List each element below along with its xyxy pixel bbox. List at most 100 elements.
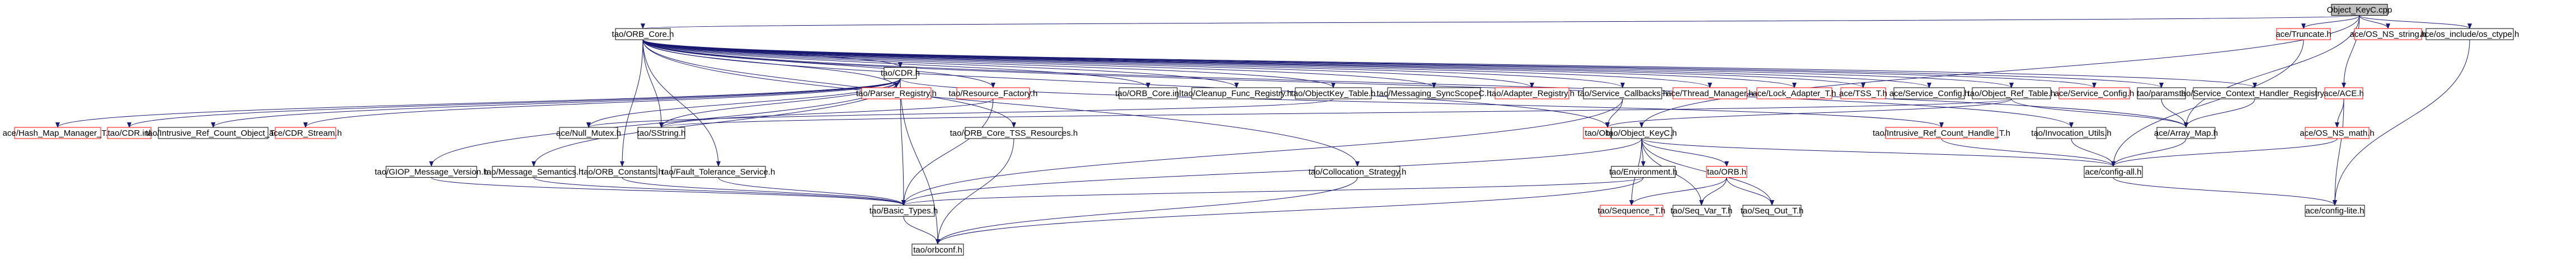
- include-edge: [936, 138, 1014, 245]
- file-node-box: [1611, 166, 1676, 178]
- file-node-tao-object-ref-table-h[interactable]: tao/Object_Ref_Table.h: [1968, 87, 2056, 99]
- file-node-tao-adapter-registry-h: tao/Adapter_Registry.h: [1489, 87, 1574, 99]
- file-node-tao-collocation-strategy-h[interactable]: tao/Collocation_Strategy.h: [1309, 166, 1407, 178]
- file-node-tao-service-callbacks-h[interactable]: tao/Service_Callbacks.h: [1578, 87, 1668, 99]
- include-edge: [2011, 98, 2188, 128]
- file-node-ace-os-include-os-ctype-h[interactable]: ace/os_include/os_ctype.h: [2420, 28, 2519, 40]
- file-node-object-keyc-cpp[interactable]: Object_KeyC.cpp: [2327, 4, 2392, 16]
- include-edge: [2342, 15, 2360, 88]
- file-node-box: [492, 166, 576, 178]
- file-node-tao-orb-core-inl[interactable]: tao/ORB_Core.inl: [1115, 87, 1181, 99]
- file-node-tao-cdr-h[interactable]: tao/CDR.h: [881, 67, 920, 79]
- include-edge: [2333, 98, 2344, 206]
- include-edge: [642, 39, 2257, 88]
- file-node-label: ace/OS_NS_string.h: [2350, 30, 2427, 39]
- include-edge: [1639, 15, 2360, 128]
- file-node-box: [671, 166, 766, 178]
- file-node-label: tao/Collocation_Strategy.h: [1309, 168, 1407, 177]
- file-node-tao-orb-constants-h[interactable]: tao/ORB_Constants.h: [581, 166, 663, 178]
- file-node-label: tao/Sequence_T.h: [1598, 206, 1666, 216]
- file-node-box: [1191, 87, 1282, 99]
- file-node-label: tao/orbconf.h: [913, 245, 962, 255]
- file-node-tao-cleanup-func-registry-h[interactable]: tao/Cleanup_Func_Registry.h: [1181, 87, 1292, 99]
- file-node-label: ace/os_include/os_ctype.h: [2420, 30, 2519, 39]
- include-edge: [642, 39, 995, 88]
- file-node-label: tao/CDR.inl: [108, 129, 151, 138]
- file-node-tao-orb-core-h[interactable]: tao/ORB_Core.h: [612, 28, 674, 40]
- file-node-ace-null-mutex-h[interactable]: ace/Null_Mutex.h: [556, 127, 621, 139]
- include-edge: [2161, 98, 2188, 128]
- file-node-box: [2036, 127, 2107, 139]
- file-node-label: tao/Object_KeyC.h: [1606, 129, 1677, 138]
- file-node-box: [861, 87, 932, 99]
- file-node-tao-seq-var-t-h[interactable]: tao/Seq_Var_T.h: [1671, 205, 1733, 217]
- file-node-box: [1893, 87, 1965, 99]
- file-node-ace-config-lite-h[interactable]: ace/config-lite.h: [2305, 205, 2365, 217]
- file-node-tao-intrusive-ref-count-object-t-h[interactable]: tao/Intrusive_Ref_Count_Object_T.h: [145, 127, 281, 139]
- file-node-tao-sstring-h[interactable]: tao/SString.h: [637, 127, 686, 139]
- include-edge: [642, 39, 2164, 88]
- file-node-label: ace/Null_Mutex.h: [556, 129, 621, 138]
- file-node-label: tao/ORB_Core.h: [612, 30, 674, 39]
- file-node-ace-cdr-stream-h: ace/CDR_Stream.h: [269, 127, 342, 139]
- file-node-tao-object-keyc-h[interactable]: tao/Object_KeyC.h: [1606, 127, 1677, 139]
- file-node-tao-invocation-utils-h[interactable]: tao/Invocation_Utils.h: [2031, 127, 2112, 139]
- file-node-tao-basic-types-h[interactable]: tao/Basic_Types.h: [869, 205, 938, 217]
- file-node-tao-params-h[interactable]: tao/params.h: [2137, 87, 2186, 99]
- file-node-tao-orb-h: tao/ORB.h: [1706, 166, 1747, 178]
- file-node-tao-seq-out-t-h[interactable]: tao/Seq_Out_T.h: [1741, 205, 1804, 217]
- file-node-tao-orb-core-tss-resources-h[interactable]: tao/ORB_Core_TSS_Resources.h: [950, 127, 1078, 139]
- include-edge: [642, 40, 664, 128]
- include-edge: [642, 39, 1865, 88]
- file-node-label: ace/Lock_Adapter_T.h: [1752, 89, 1836, 98]
- file-node-box: [275, 127, 336, 139]
- file-node-box: [1885, 127, 1998, 139]
- file-node-tao-fault-tolerance-service-h[interactable]: tao/Fault_Tolerance_Service.h: [662, 166, 775, 178]
- file-node-box: [1600, 205, 1663, 217]
- file-node-label: tao/Service_Context_Handler_Registry.h: [2179, 89, 2331, 98]
- file-node-label: tao/Message_Semantics.h: [485, 168, 584, 177]
- file-node-tao-message-semantics-h[interactable]: tao/Message_Semantics.h: [485, 166, 584, 178]
- file-node-ace-lock-adapter-t-h: ace/Lock_Adapter_T.h: [1752, 87, 1836, 99]
- file-node-ace-service-config-h[interactable]: ace/Service_Config.h: [1889, 87, 1969, 99]
- file-node-box: [1672, 87, 1747, 99]
- include-edge: [1605, 98, 2012, 128]
- file-node-box: [1494, 87, 1569, 99]
- include-edge: [642, 40, 1360, 167]
- file-node-tao-service-context-handler-registry-h[interactable]: tao/Service_Context_Handler_Registry.h: [2179, 87, 2331, 99]
- file-node-tao-parser-registry-h: tao/Parser_Registry.h: [856, 87, 937, 99]
- file-node-box: [2425, 28, 2514, 40]
- file-node-ace-array-map-h[interactable]: ace/Array_Map.h: [2154, 127, 2218, 139]
- file-node-label: tao/ObjectKey_Table.h: [1291, 89, 1376, 98]
- file-node-tao-giop-message-version-h[interactable]: tao/GIOP_Message_Version.h: [375, 166, 488, 178]
- file-node-tao-objectkey-table-h[interactable]: tao/ObjectKey_Table.h: [1291, 87, 1376, 99]
- file-node-tao-messaging-syncscopec-h[interactable]: tao/Messaging_SyncScopeC.h: [1376, 87, 1492, 99]
- file-node-label: tao/ORB_Core.inl: [1115, 89, 1181, 98]
- file-node-tao-environment-h[interactable]: tao/Environment.h: [1609, 166, 1677, 178]
- include-edge: [642, 39, 1625, 88]
- include-edge: [901, 138, 1642, 206]
- include-edge: [1641, 138, 1729, 167]
- include-edge: [642, 40, 1016, 128]
- file-node-box: [2324, 87, 2363, 99]
- file-node-ace-config-all-h[interactable]: ace/config-all.h: [2084, 166, 2143, 178]
- include-edge: [622, 177, 906, 206]
- file-node-label: tao/Seq_Out_T.h: [1741, 206, 1804, 216]
- include-edge: [642, 39, 1797, 88]
- file-node-box: [2305, 205, 2365, 217]
- file-node-box: [1672, 205, 1731, 217]
- file-node-tao-cdr-inl: tao/CDR.inl: [107, 127, 152, 139]
- include-edge: [2184, 98, 2255, 128]
- file-node-label: tao/GIOP_Message_Version.h: [375, 168, 488, 177]
- file-node-label: tao/CDR.h: [881, 69, 920, 78]
- file-node-label: ace/Service_Config.h: [2055, 89, 2135, 98]
- file-node-tao-orbconf-h[interactable]: tao/orbconf.h: [911, 244, 964, 256]
- file-node-label: tao/Seq_Var_T.h: [1671, 206, 1733, 216]
- include-edge: [936, 177, 1644, 245]
- include-edge: [936, 177, 1358, 245]
- include-edge: [2301, 15, 2360, 30]
- include-edge: [533, 177, 906, 206]
- file-node-box: [615, 28, 671, 40]
